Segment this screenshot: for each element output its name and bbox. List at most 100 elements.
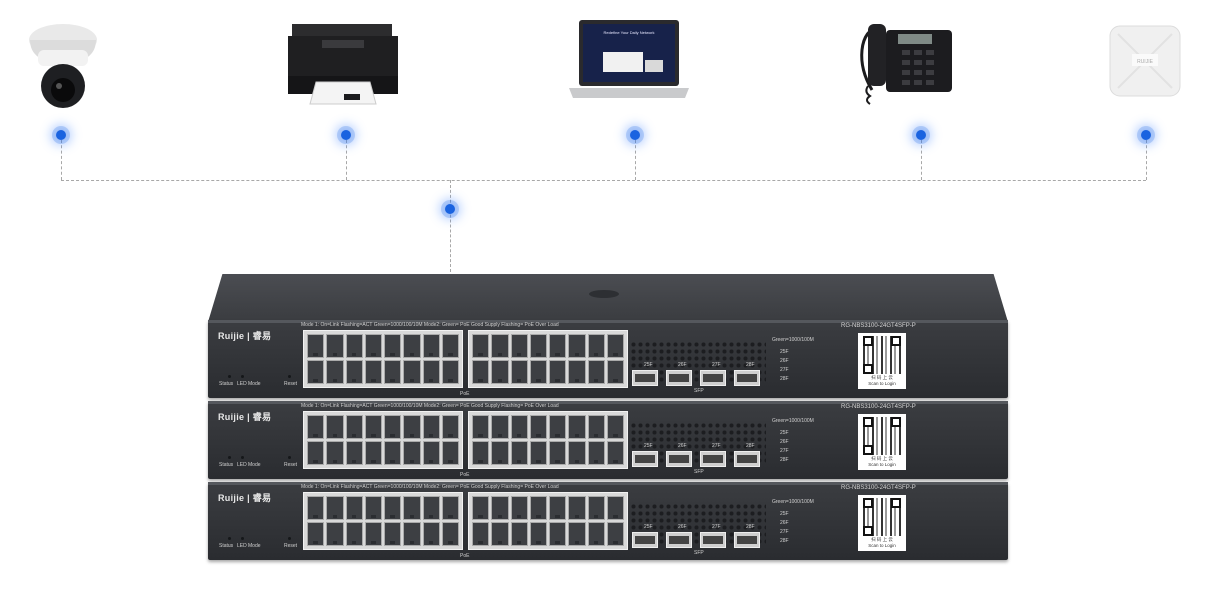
led-label: LED bbox=[237, 543, 247, 549]
sfp-port-label: 27F bbox=[712, 443, 721, 449]
sfp-port-label: 25F bbox=[644, 524, 653, 530]
status-label: Status bbox=[219, 381, 234, 387]
rj45-ports-1-12 bbox=[303, 411, 463, 469]
port-number-label: 27F bbox=[780, 448, 789, 454]
mode-button[interactable]: Mode bbox=[248, 462, 261, 468]
mode-button[interactable]: Mode bbox=[248, 543, 261, 549]
laptop-icon: Redefine Your Daily Network bbox=[569, 20, 689, 98]
sfp-label: SFP bbox=[694, 469, 704, 475]
port-number-label: 28F bbox=[780, 376, 789, 382]
device-node bbox=[916, 130, 926, 140]
reset-button[interactable]: Reset bbox=[284, 462, 298, 468]
sfp-port-label: 27F bbox=[712, 524, 721, 530]
sfp-port bbox=[632, 532, 658, 548]
green-speed-label: Green=1000/100M bbox=[772, 418, 814, 424]
rj45-ports-1-12 bbox=[303, 492, 463, 550]
led-legend: Mode 1: On=Link Flashing=ACT Green=1000/… bbox=[301, 403, 559, 409]
port-number-label: 28F bbox=[780, 457, 789, 463]
port-number-label: 27F bbox=[780, 529, 789, 535]
network-switch: Ruijie | 睿易 Mode 1: On=Link Flashing=ACT… bbox=[208, 401, 1008, 479]
sfp-label: SFP bbox=[694, 388, 704, 394]
sfp-port-label: 25F bbox=[644, 443, 653, 449]
connector-line bbox=[61, 140, 62, 180]
rj45-ports-13-24 bbox=[468, 411, 628, 469]
sfp-port-label: 26F bbox=[678, 524, 687, 530]
model-number: RG-NBS3100-24GT4SFP-P bbox=[841, 323, 916, 329]
connector-line bbox=[635, 140, 636, 180]
rj45-ports-1-12 bbox=[303, 330, 463, 388]
sfp-label: SFP bbox=[694, 550, 704, 556]
connector-line bbox=[1146, 140, 1147, 180]
led-label: LED bbox=[237, 381, 247, 387]
port-number-label: 25F bbox=[780, 349, 789, 355]
port-number-label: 27F bbox=[780, 367, 789, 373]
sfp-port bbox=[734, 532, 760, 548]
sfp-port-label: 28F bbox=[746, 362, 755, 368]
device-node bbox=[1141, 130, 1151, 140]
sfp-port bbox=[666, 451, 692, 467]
device-node bbox=[341, 130, 351, 140]
port-number-label: 25F bbox=[780, 430, 789, 436]
sfp-port bbox=[734, 370, 760, 386]
mode-button[interactable]: Mode bbox=[248, 381, 261, 387]
sfp-port-label: 27F bbox=[712, 362, 721, 368]
brand-logo: Ruijie | 睿易 bbox=[218, 331, 272, 341]
laptop-screen-text: Redefine Your Daily Network bbox=[604, 30, 655, 35]
reset-button[interactable]: Reset bbox=[284, 381, 298, 387]
sfp-port bbox=[666, 370, 692, 386]
brand-logo: Ruijie | 睿易 bbox=[218, 412, 272, 422]
poe-label: PoE bbox=[460, 553, 470, 559]
status-label: Status bbox=[219, 462, 234, 468]
sfp-port bbox=[700, 370, 726, 386]
port-number-label: 26F bbox=[780, 520, 789, 526]
sfp-port bbox=[700, 532, 726, 548]
access-point-icon: RUIJIE bbox=[1109, 25, 1181, 97]
reset-button[interactable]: Reset bbox=[284, 543, 298, 549]
uplink-line bbox=[450, 180, 451, 272]
status-label: Status bbox=[219, 543, 234, 549]
network-switch: Ruijie | 睿易 Mode 1: On=Link Flashing=ACT… bbox=[208, 320, 1008, 398]
rj45-ports-13-24 bbox=[468, 492, 628, 550]
port-number-label: 26F bbox=[780, 439, 789, 445]
brand-logo: Ruijie | 睿易 bbox=[218, 493, 272, 503]
phone-icon bbox=[860, 24, 952, 105]
sfp-port bbox=[632, 370, 658, 386]
camera-icon bbox=[29, 24, 97, 108]
poe-label: PoE bbox=[460, 472, 470, 478]
sfp-port bbox=[632, 451, 658, 467]
sfp-port bbox=[666, 532, 692, 548]
bus-line bbox=[61, 180, 1146, 181]
led-legend: Mode 1: On=Link Flashing=ACT Green=1000/… bbox=[301, 322, 559, 328]
rj45-ports-13-24 bbox=[468, 330, 628, 388]
device-node bbox=[630, 130, 640, 140]
sfp-port-label: 25F bbox=[644, 362, 653, 368]
poe-label: PoE bbox=[460, 391, 470, 397]
sfp-port-label: 26F bbox=[678, 362, 687, 368]
green-speed-label: Green=1000/100M bbox=[772, 337, 814, 343]
chassis-logo bbox=[589, 290, 619, 298]
sfp-port bbox=[700, 451, 726, 467]
model-number: RG-NBS3100-24GT4SFP-P bbox=[841, 404, 916, 410]
sfp-port-label: 28F bbox=[746, 443, 755, 449]
green-speed-label: Green=1000/100M bbox=[772, 499, 814, 505]
switch-chassis-top bbox=[208, 274, 1008, 322]
led-legend: Mode 1: On=Link Flashing=ACT Green=1000/… bbox=[301, 484, 559, 490]
led-label: LED bbox=[237, 462, 247, 468]
connector-line bbox=[921, 140, 922, 180]
device-node bbox=[56, 130, 66, 140]
port-number-label: 25F bbox=[780, 511, 789, 517]
sfp-port-label: 28F bbox=[746, 524, 755, 530]
switch-node bbox=[445, 204, 455, 214]
sfp-port-label: 26F bbox=[678, 443, 687, 449]
access-point-label: RUIJIE bbox=[1137, 59, 1154, 65]
port-number-label: 26F bbox=[780, 358, 789, 364]
printer-icon bbox=[288, 24, 398, 105]
port-number-label: 28F bbox=[780, 538, 789, 544]
model-number: RG-NBS3100-24GT4SFP-P bbox=[841, 485, 916, 491]
connector-line bbox=[346, 140, 347, 180]
network-switch: Ruijie | 睿易 Mode 1: On=Link Flashing=ACT… bbox=[208, 482, 1008, 560]
sfp-port bbox=[734, 451, 760, 467]
